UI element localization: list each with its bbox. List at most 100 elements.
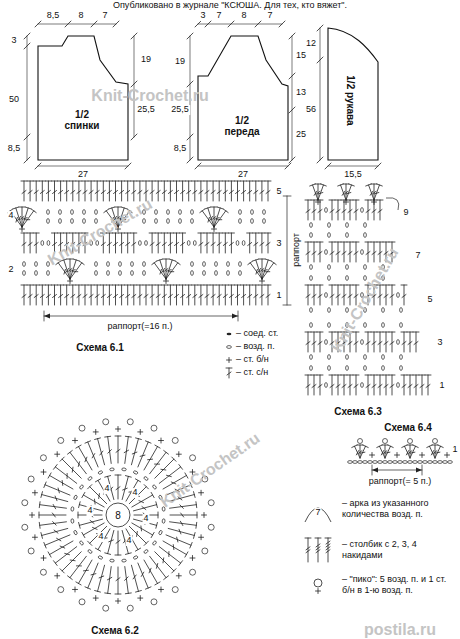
dc-stitch xyxy=(40,505,67,509)
dimension-tick xyxy=(91,21,97,27)
piece-outline xyxy=(198,36,288,160)
dc-stitch xyxy=(70,263,82,279)
dimension-tick xyxy=(24,157,30,163)
dc-stitch xyxy=(99,576,104,578)
dc-stitch xyxy=(24,181,25,201)
dc-stitch xyxy=(243,181,244,201)
dc-stitch xyxy=(214,218,219,220)
dc-stitch xyxy=(143,285,149,286)
dc-stitch xyxy=(58,181,64,182)
dimension-tick xyxy=(205,21,211,27)
dc-stitch xyxy=(149,568,151,573)
dc-stitch xyxy=(125,476,131,478)
dc-stitch xyxy=(144,295,148,298)
chart-label: 4 xyxy=(86,506,93,516)
dc-stitch xyxy=(172,569,176,573)
dc-stitch xyxy=(242,295,246,298)
dc-stitch xyxy=(204,285,210,286)
dc-stitch xyxy=(342,295,346,298)
dc-stitch xyxy=(52,285,58,286)
chain-stitch xyxy=(251,210,254,215)
dc-stitch xyxy=(254,243,258,246)
chart-label: 1 xyxy=(451,445,458,455)
dc-stitch xyxy=(175,243,179,246)
dc-stitch xyxy=(332,375,333,395)
dc-stitch xyxy=(33,285,39,286)
dc-stitch xyxy=(236,191,240,194)
chart-label: 8 xyxy=(240,11,247,21)
dc-stitch xyxy=(45,181,51,182)
chain-stitch xyxy=(348,461,353,464)
chart-title: Схема 6.3 xyxy=(333,406,382,417)
dc-stitch xyxy=(158,181,159,201)
dc-stitch xyxy=(222,181,228,182)
dc-stitch xyxy=(313,185,318,200)
chain-stitch xyxy=(361,340,364,345)
dc-stitch xyxy=(156,563,157,568)
dc-stitch xyxy=(82,532,85,537)
dc-stitch xyxy=(170,522,197,526)
dc-stitch xyxy=(95,295,99,298)
dc-stitch xyxy=(308,538,309,562)
chain-stitch xyxy=(239,271,242,276)
dc-stitch xyxy=(60,569,64,573)
dc-stitch xyxy=(176,285,177,305)
dc-stitch xyxy=(386,332,387,352)
dc-stitch xyxy=(114,243,118,246)
chain-stitch xyxy=(263,219,266,224)
dc-stitch xyxy=(343,184,349,185)
dc-stitch xyxy=(428,375,429,395)
dc-stitch xyxy=(53,522,56,526)
dc-stitch xyxy=(311,242,317,243)
dc-stitch xyxy=(390,295,394,298)
chain-stitch xyxy=(47,241,50,246)
dimension-tick xyxy=(35,163,41,169)
dc-stitch xyxy=(119,181,125,182)
sc-stitch xyxy=(118,599,119,604)
dc-stitch xyxy=(103,181,104,201)
dc-stitch xyxy=(388,445,393,448)
dc-stitch xyxy=(314,375,315,395)
dc-stitch xyxy=(155,552,174,571)
dc-stitch xyxy=(118,436,119,463)
dc-stitch xyxy=(335,200,341,201)
chain-stitch xyxy=(310,265,313,270)
dc-stitch xyxy=(39,285,45,286)
chain-stitch xyxy=(346,366,349,371)
dc-stitch xyxy=(265,233,271,234)
dimension-line xyxy=(198,24,282,25)
dc-stitch xyxy=(347,200,353,201)
dc-stitch xyxy=(185,552,188,557)
dc-stitch xyxy=(115,233,116,253)
dc-stitch xyxy=(193,295,197,298)
dc-stitch xyxy=(27,233,33,234)
dc-stitch xyxy=(416,332,417,352)
dc-stitch xyxy=(41,533,43,539)
dc-stitch xyxy=(95,548,100,551)
dc-stitch xyxy=(175,261,180,265)
dc-stitch xyxy=(79,522,81,528)
chart-label: 27 xyxy=(237,170,249,180)
dc-stitch xyxy=(132,452,137,454)
chart-label: 27 xyxy=(77,170,89,180)
dc-stitch xyxy=(180,233,186,234)
dc-stitch xyxy=(377,184,383,186)
dc-stitch xyxy=(22,211,34,227)
dc-stitch xyxy=(347,242,353,243)
chain-stitch xyxy=(310,323,313,328)
dc-stitch xyxy=(347,375,353,376)
chain-stitch xyxy=(143,271,146,276)
dc-stitch xyxy=(60,181,61,201)
dc-stitch xyxy=(162,268,165,272)
dc-stitch xyxy=(152,285,153,305)
chain-stitch xyxy=(361,383,364,388)
dc-stitch xyxy=(116,449,120,452)
dc-stitch xyxy=(116,540,120,543)
dc-stitch xyxy=(42,181,43,201)
dc-stitch xyxy=(94,181,100,182)
dc-stitch xyxy=(175,191,179,194)
chain-stitch xyxy=(131,262,134,267)
dc-stitch xyxy=(222,285,228,286)
chain-stitch xyxy=(227,271,230,276)
chart-label: 19 xyxy=(174,57,186,67)
